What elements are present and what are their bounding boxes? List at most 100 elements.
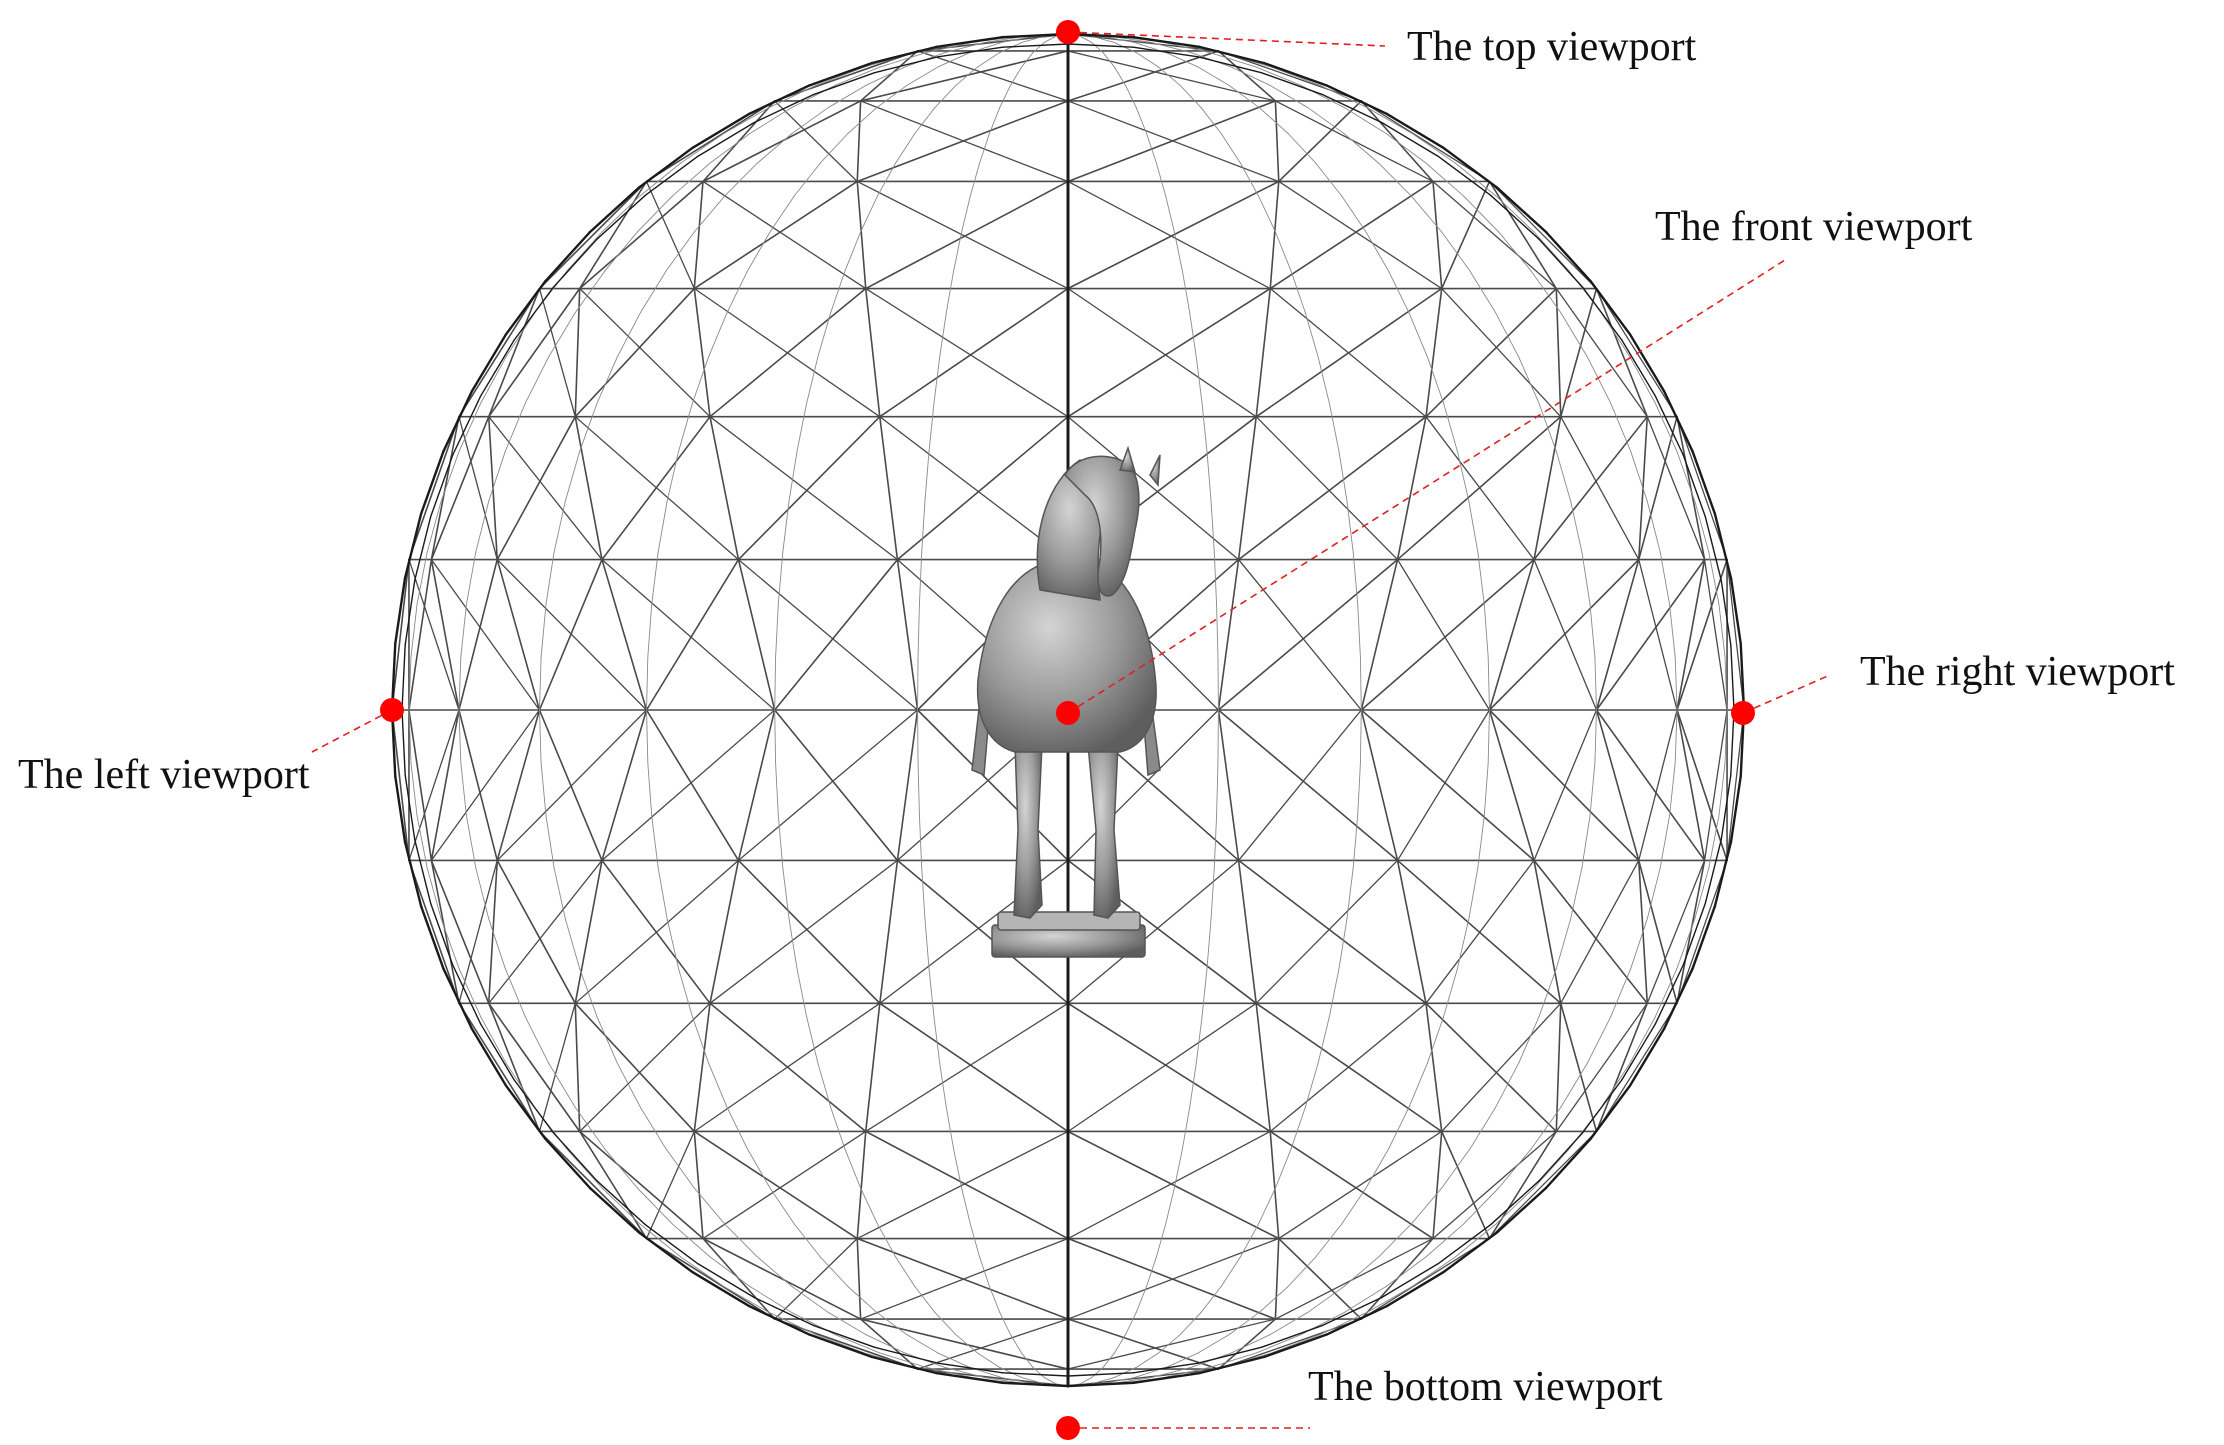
wire-edge xyxy=(1290,1106,1306,1150)
wire-edge xyxy=(1411,133,1456,164)
wire-edge xyxy=(1594,709,1597,764)
sphere-outline xyxy=(1067,43,1134,48)
wire-edge xyxy=(856,180,1069,290)
sphere-outline xyxy=(394,775,407,844)
wire-edge xyxy=(1237,859,1427,1005)
wire-edge xyxy=(1538,402,1557,452)
sphere-outline xyxy=(1495,1186,1548,1234)
wire-edge xyxy=(1315,1223,1343,1258)
wire-edge xyxy=(1067,416,1240,561)
wire-edge xyxy=(539,709,542,764)
wire-edge xyxy=(737,415,881,561)
wire-edge xyxy=(1570,500,1583,553)
wire-edge xyxy=(408,709,433,862)
wire-edge xyxy=(999,1311,1011,1335)
wire-edge xyxy=(410,762,418,817)
wire-edge xyxy=(1269,180,1434,290)
sphere-outline xyxy=(419,905,445,970)
wire-edge xyxy=(596,356,618,404)
wire-edge xyxy=(1533,415,1649,561)
wire-edge xyxy=(693,195,726,233)
wire-edge xyxy=(1676,450,1696,502)
wire-edge xyxy=(1067,1130,1280,1240)
wire-edge xyxy=(672,162,711,197)
wire-edge xyxy=(1488,1130,1558,1240)
wire-edge xyxy=(480,356,507,404)
sphere-outline xyxy=(1260,1324,1324,1349)
wire-edge xyxy=(1287,1256,1317,1287)
wire-edge xyxy=(1136,52,1160,68)
wire-edge xyxy=(768,85,817,109)
wire-edge xyxy=(548,1062,576,1108)
wire-edge xyxy=(999,85,1011,109)
sphere-outline xyxy=(596,1180,647,1226)
sphere-outline xyxy=(1704,839,1722,905)
wire-edge xyxy=(1498,231,1532,272)
wire-edge xyxy=(1600,312,1631,358)
wire-edge xyxy=(524,356,550,404)
wire-edge xyxy=(796,968,808,1018)
wire-edge xyxy=(1189,312,1197,358)
wire-edge xyxy=(1269,1130,1434,1240)
wire-edge xyxy=(928,402,935,452)
sphere-outline xyxy=(429,902,454,966)
wire-edge xyxy=(1629,1016,1656,1064)
wire-edge xyxy=(1669,603,1676,658)
wire-edge xyxy=(475,867,490,920)
wire-edge xyxy=(1274,1237,1280,1320)
wire-edge xyxy=(408,709,412,764)
wire-edge xyxy=(579,968,598,1018)
wire-edge xyxy=(1255,287,1443,418)
wire-edge xyxy=(601,709,776,862)
wire-edge xyxy=(782,500,790,553)
wire-edge xyxy=(747,231,771,272)
wire-edge xyxy=(1210,500,1215,553)
wire-edge xyxy=(1216,762,1219,817)
wire-edge xyxy=(1067,50,1277,102)
wire-edge xyxy=(416,551,428,605)
sphere-outline xyxy=(1263,1333,1328,1359)
wire-edge xyxy=(1724,709,1728,764)
wire-edge xyxy=(458,709,499,862)
wire-edge xyxy=(961,1187,971,1225)
wire-edge xyxy=(488,918,506,970)
wire-edge xyxy=(1277,100,1363,183)
wire-edge xyxy=(856,1130,1069,1240)
wire-edge xyxy=(487,1002,541,1133)
wire-edge xyxy=(859,1318,1069,1370)
wire-edge xyxy=(737,558,776,711)
wire-edge xyxy=(1432,1130,1557,1240)
leader-top xyxy=(1067,31,1386,47)
horse-body xyxy=(976,559,1157,753)
wire-edge xyxy=(1173,231,1183,272)
wire-edge xyxy=(702,1237,862,1320)
wire-edge xyxy=(693,287,711,418)
wire-edge xyxy=(928,968,935,1018)
wire-edge xyxy=(924,918,930,970)
sphere-outline xyxy=(691,1270,751,1308)
sphere-outline xyxy=(748,84,811,116)
wire-edge xyxy=(1676,558,1706,711)
wire-edge xyxy=(769,195,795,233)
wire-edge xyxy=(1600,1062,1631,1108)
wire-edge xyxy=(553,867,566,920)
wire-edge xyxy=(1708,551,1720,605)
wire-edge xyxy=(1158,1334,1181,1354)
wire-edge xyxy=(723,1285,770,1313)
wire-edge xyxy=(430,859,490,1005)
wire-edge xyxy=(1483,603,1489,658)
wire-edge xyxy=(1158,66,1181,86)
wire-edge xyxy=(458,402,482,452)
wire-edge xyxy=(723,107,770,135)
sphere-outline xyxy=(1654,395,1685,456)
wire-edge xyxy=(645,709,740,862)
sphere-outline xyxy=(753,1296,814,1327)
wire-edge xyxy=(1346,867,1354,920)
wire-edge xyxy=(1102,52,1115,68)
wire-edge xyxy=(693,180,704,290)
wire-edge xyxy=(865,66,906,86)
wire-edge xyxy=(1102,1352,1115,1368)
wire-edge xyxy=(1477,815,1485,869)
sphere-outline xyxy=(873,56,939,74)
wire-edge xyxy=(944,1366,986,1379)
